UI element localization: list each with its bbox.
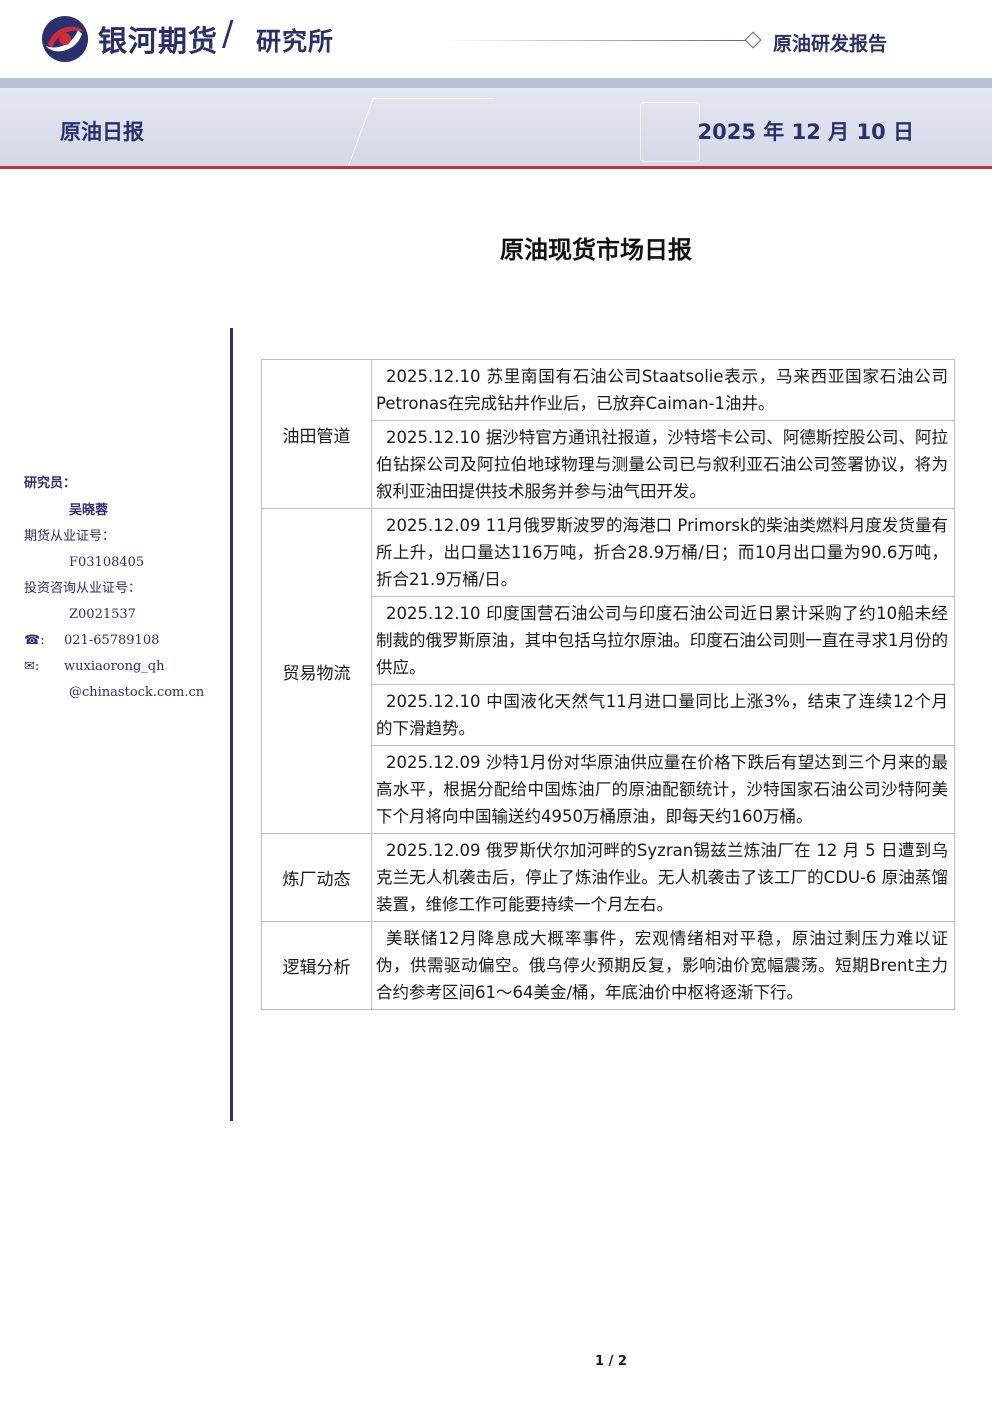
- news-text: 2025.12.10 据沙特官方通讯社报道，沙特塔卡公司、阿德斯控股公司、阿拉伯…: [376, 428, 948, 501]
- category-cell: 贸易物流: [261, 508, 372, 834]
- email-address[interactable]: wuxiaorong_qh: [64, 659, 165, 674]
- brand-divider: /: [222, 14, 234, 54]
- table-row: 炼厂动态 2025.12.09 俄罗斯伏尔加河畔的Syzran锡兹兰炼油厂在 1…: [261, 833, 955, 922]
- news-item: 2025.12.10 印度国营石油公司与印度石油公司近日累计采购了约10船未经制…: [371, 596, 955, 685]
- report-header: 银河期货 / 研究所 原油研发报告: [0, 0, 992, 78]
- news-text: 2025.12.09 俄罗斯伏尔加河畔的Syzran锡兹兰炼油厂在 12 月 5…: [376, 841, 948, 914]
- institute-name: 研究所: [256, 27, 335, 56]
- page-number: 1 / 2: [595, 1354, 627, 1369]
- band-decoration: [347, 98, 493, 166]
- futures-cert-label: 期货从业证号：: [24, 529, 116, 544]
- header-rule: [445, 40, 750, 41]
- report-title: 原油日报: [60, 120, 144, 144]
- news-item: 2025.12.09 沙特1月份对华原油供应量在价格下跌后有望达到三个月来的最高…: [371, 745, 955, 834]
- news-item: 2025.12.10 据沙特官方通讯社报道，沙特塔卡公司、阿德斯控股公司、阿拉伯…: [371, 420, 955, 509]
- report-date: 2025 年 12 月 10 日: [697, 120, 914, 144]
- table-row: 逻辑分析 美联储12月降息成大概率事件，宏观情绪相对平稳，原油过剩压力难以证伪，…: [261, 921, 955, 1010]
- phone-number: 021-65789108: [64, 633, 160, 648]
- email-domain[interactable]: @chinastock.com.cn: [69, 685, 205, 700]
- news-text: 2025.12.09 沙特1月份对华原油供应量在价格下跌后有望达到三个月来的最高…: [376, 753, 948, 826]
- band-bottom-rule: [0, 166, 992, 169]
- news-item: 2025.12.09 俄罗斯伏尔加河畔的Syzran锡兹兰炼油厂在 12 月 5…: [371, 833, 955, 922]
- band-decoration: [640, 102, 700, 162]
- table-row: 2025.12.10 印度国营石油公司与印度石油公司近日累计采购了约10船未经制…: [262, 596, 955, 685]
- phone-row: ☎: 021-65789108: [24, 631, 159, 651]
- table-row: 油田管道 2025.12.10 苏里南国有石油公司Staatsolie表示，马来…: [261, 359, 955, 509]
- report-type: 原油研发报告: [773, 33, 888, 55]
- title-band: 原油日报 2025 年 12 月 10 日: [0, 88, 992, 166]
- news-item: 美联储12月降息成大概率事件，宏观情绪相对平稳，原油过剩压力难以证伪，供需驱动偏…: [371, 921, 955, 1010]
- table-row: 2025.12.10 据沙特官方通讯社报道，沙特塔卡公司、阿德斯控股公司、阿拉伯…: [262, 420, 955, 509]
- envelope-icon: ✉:: [24, 659, 40, 674]
- category-cell: 逻辑分析: [261, 921, 372, 1010]
- news-item: 2025.12.10 中国液化天然气11月进口量同比上涨3%，结束了连续12个月…: [371, 684, 955, 746]
- email-row: ✉: wuxiaorong_qh: [24, 657, 165, 677]
- advisory-cert: Z0021537: [69, 607, 136, 622]
- table-row: 2025.12.09 沙特1月份对华原油供应量在价格下跌后有望达到三个月来的最高…: [262, 745, 955, 834]
- table-row: 贸易物流 2025.12.09 11月俄罗斯波罗的海港口 Primorsk的柴油…: [261, 508, 955, 834]
- news-text: 2025.12.10 中国液化天然气11月进口量同比上涨3%，结束了连续12个月…: [376, 692, 948, 738]
- page-title: 原油现货市场日报: [500, 236, 692, 264]
- category-cell: 炼厂动态: [261, 833, 372, 922]
- news-item: 2025.12.09 11月俄罗斯波罗的海港口 Primorsk的柴油类燃料月度…: [371, 508, 955, 597]
- category-cell: 油田管道: [261, 359, 372, 509]
- header-stripe: [0, 78, 992, 88]
- news-text: 美联储12月降息成大概率事件，宏观情绪相对平稳，原油过剩压力难以证伪，供需驱动偏…: [376, 929, 948, 1002]
- futures-cert: F03108405: [69, 555, 145, 570]
- table-row: 2025.12.10 中国液化天然气11月进口量同比上涨3%，结束了连续12个月…: [262, 684, 955, 746]
- galaxy-logo-icon: [42, 16, 88, 62]
- phone-icon: ☎:: [24, 633, 45, 648]
- news-text: 2025.12.10 印度国营石油公司与印度石油公司近日累计采购了约10船未经制…: [376, 604, 948, 677]
- news-item: 2025.12.10 苏里南国有石油公司Staatsolie表示，马来西亚国家石…: [371, 359, 955, 421]
- brand-name: 银河期货: [98, 24, 219, 58]
- sidebar-divider: [230, 328, 233, 1121]
- researcher-label: 研究员：: [24, 476, 77, 491]
- news-table: 油田管道 2025.12.10 苏里南国有石油公司Staatsolie表示，马来…: [261, 359, 955, 1010]
- advisory-cert-label: 投资咨询从业证号：: [24, 581, 142, 596]
- news-text: 2025.12.10 苏里南国有石油公司Staatsolie表示，马来西亚国家石…: [376, 367, 948, 413]
- researcher-name: 吴晓蓉: [69, 503, 109, 518]
- diamond-icon: [744, 31, 762, 49]
- news-text: 2025.12.09 11月俄罗斯波罗的海港口 Primorsk的柴油类燃料月度…: [376, 516, 948, 589]
